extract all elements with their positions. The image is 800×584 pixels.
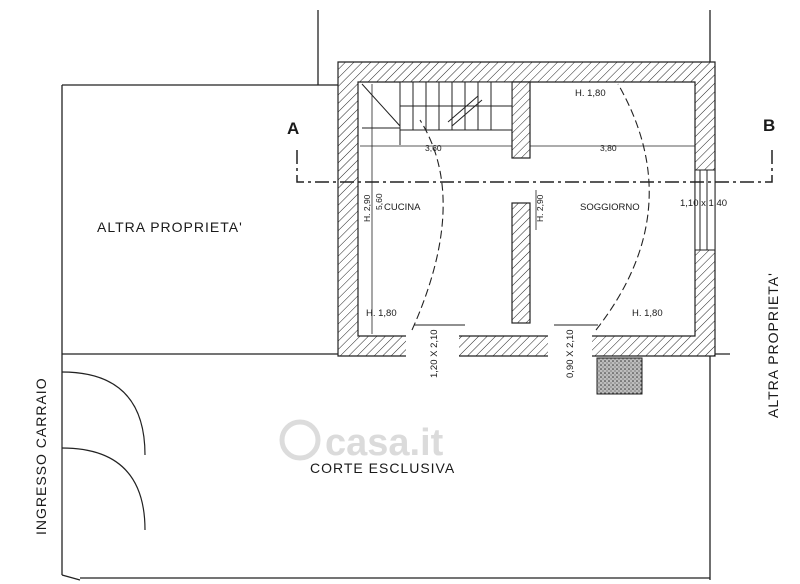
- height-soggiorno-label: H. 2,90: [535, 194, 545, 222]
- window-dimension-label: 1,10 x 1,40: [680, 198, 727, 209]
- door-openings: [406, 324, 598, 358]
- property-boundaries: [61, 10, 730, 581]
- gravel-patch: [596, 357, 643, 395]
- h-bottom-left-label: H. 1,80: [366, 308, 397, 319]
- watermark-text: casa.it: [325, 422, 444, 464]
- section-line: [296, 146, 773, 183]
- door-left-dimension-label: 1,20 X 2,10: [429, 329, 440, 378]
- building-walls: [337, 61, 716, 357]
- h-top-right-label: H. 1,80: [575, 88, 606, 99]
- section-a-label: A: [287, 119, 299, 138]
- width-right-label: 3,80: [600, 143, 617, 153]
- height-cucina-label: H. 2,90: [362, 194, 372, 222]
- altra-proprieta-left-label: ALTRA PROPRIETA': [97, 219, 243, 235]
- altra-proprieta-right-label: ALTRA PROPRIETA': [765, 272, 781, 418]
- depth-label: 5,60: [374, 193, 384, 210]
- section-b-label: B: [763, 116, 775, 135]
- staircase: [361, 81, 513, 145]
- cucina-label: CUCINA: [384, 202, 421, 213]
- door-right-dimension-label: 0,90 X 2,10: [565, 329, 576, 378]
- dimension-lines: [360, 84, 695, 334]
- width-left-label: 3,60: [425, 143, 442, 153]
- door-swings: [411, 83, 650, 331]
- h-bottom-right-label: H. 1,80: [632, 308, 663, 319]
- window-right: [694, 169, 716, 251]
- entrance-gate: [61, 371, 146, 531]
- soggiorno-label: SOGGIORNO: [580, 202, 640, 213]
- corte-esclusiva-label: CORTE ESCLUSIVA: [310, 460, 455, 476]
- ingresso-carraio-label: INGRESSO CARRAIO: [33, 377, 49, 535]
- watermark: casa.it: [279, 419, 444, 464]
